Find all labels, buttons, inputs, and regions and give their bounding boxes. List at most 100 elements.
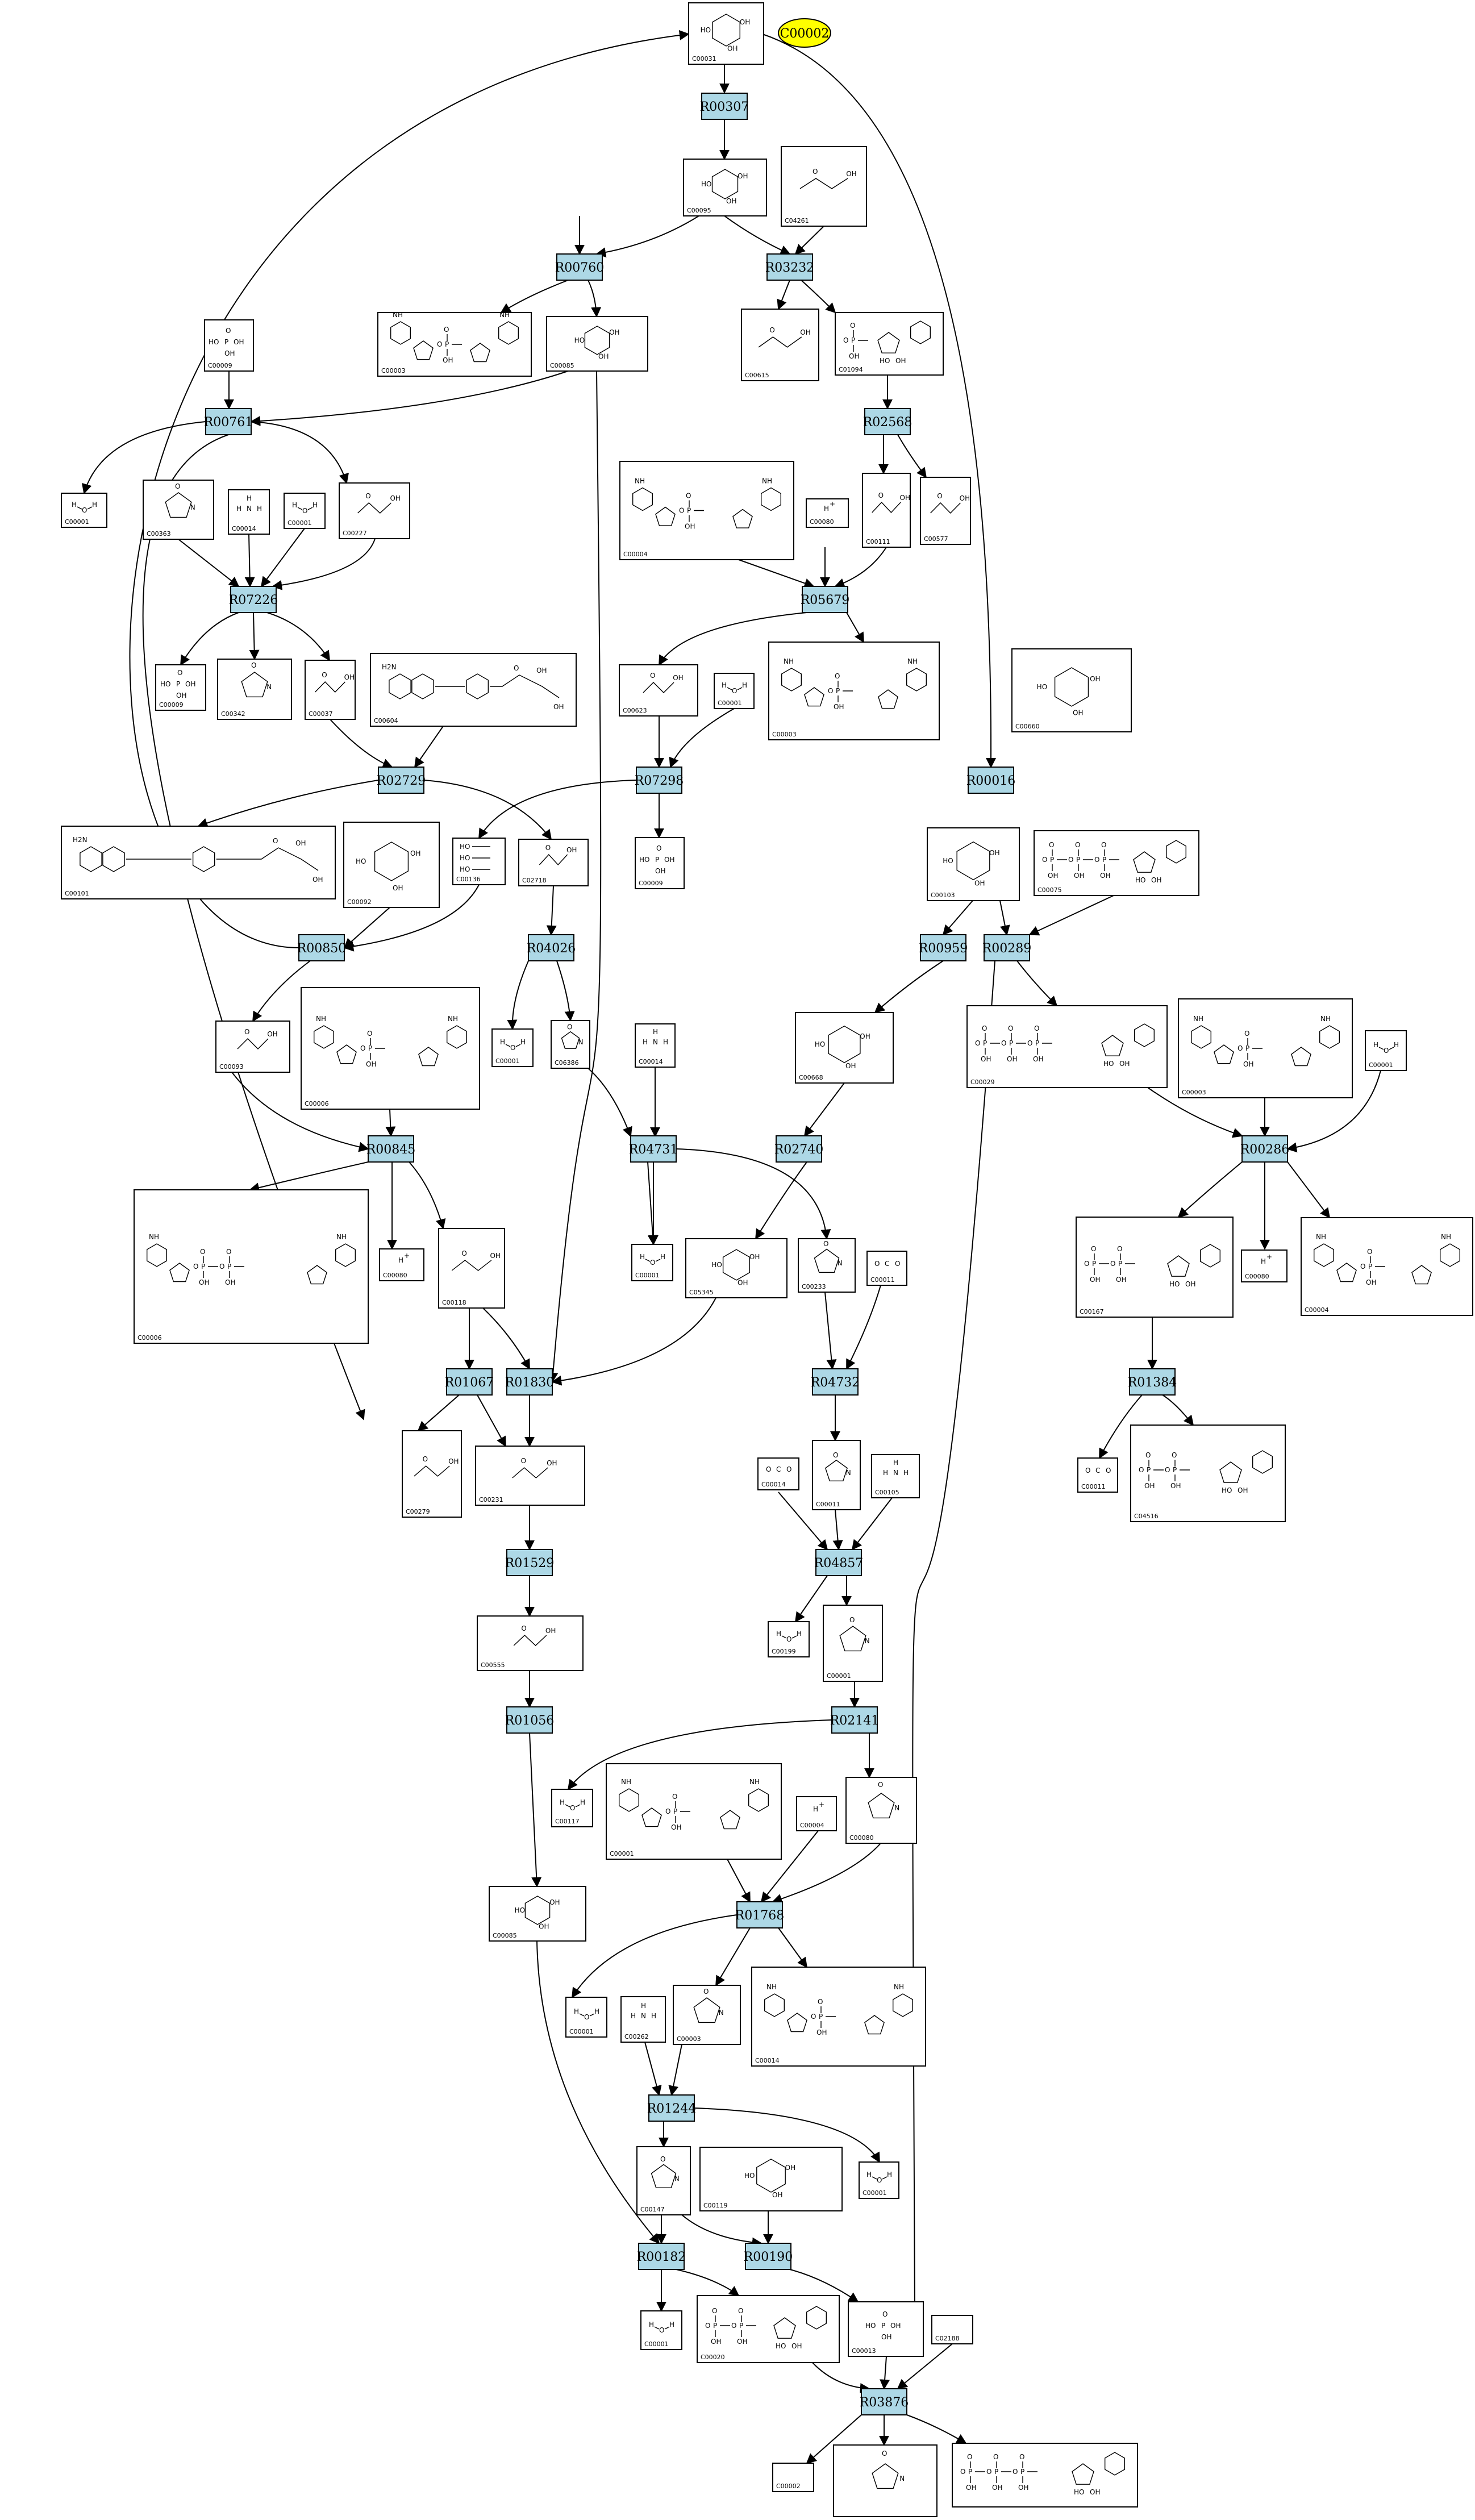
reaction-node[interactable]: R00182	[637, 2243, 686, 2270]
reaction-node[interactable]: R00959	[919, 934, 968, 961]
reaction-node[interactable]: R00845	[366, 1135, 416, 1163]
reaction-node[interactable]: R00190	[744, 2243, 793, 2270]
reaction-node[interactable]: R04731	[629, 1135, 678, 1163]
reaction-node[interactable]: R02729	[377, 767, 426, 794]
reaction-node[interactable]: R03876	[860, 2388, 909, 2415]
reaction-node[interactable]: R01529	[505, 1549, 555, 1576]
reaction-node[interactable]: R00286	[1240, 1135, 1290, 1163]
reaction-node[interactable]: R01384	[1128, 1368, 1177, 1396]
reaction-node[interactable]: R05679	[801, 586, 850, 613]
compound-node[interactable]: H+C00004	[796, 1796, 837, 1831]
reaction-node[interactable]: R02141	[830, 1706, 880, 1734]
compound-node[interactable]: C00002	[772, 2463, 814, 2492]
reaction-node[interactable]: R04732	[811, 1368, 860, 1396]
reaction-node[interactable]: R04857	[814, 1549, 864, 1576]
compound-node[interactable]: C00002	[778, 18, 831, 48]
reaction-node[interactable]: R03232	[765, 253, 815, 281]
compound-node[interactable]: H+C00080	[1241, 1249, 1288, 1282]
compound-node[interactable]: H+C00080	[379, 1248, 424, 1281]
reaction-node[interactable]: R00289	[982, 934, 1032, 961]
reaction-node[interactable]: R01768	[735, 1901, 785, 1928]
reaction-node[interactable]: R01244	[647, 2094, 697, 2122]
reaction-node[interactable]: R01067	[445, 1368, 494, 1396]
reaction-node[interactable]: R01056	[505, 1706, 555, 1734]
compound-node[interactable]: H+C00080	[806, 498, 849, 528]
reaction-node[interactable]: R07226	[229, 586, 278, 613]
compound-node[interactable]: C02188	[931, 2315, 973, 2344]
compound-node[interactable]: ON	[833, 2444, 938, 2517]
reaction-node[interactable]: R01830	[505, 1368, 555, 1396]
reaction-node[interactable]: R00850	[297, 934, 347, 961]
reaction-node[interactable]: R02568	[863, 408, 913, 435]
reaction-node[interactable]: R00307	[700, 93, 749, 120]
reaction-node[interactable]: R07298	[635, 767, 684, 794]
reaction-node[interactable]: R04026	[527, 934, 576, 961]
reaction-node[interactable]: R00016	[966, 767, 1016, 794]
